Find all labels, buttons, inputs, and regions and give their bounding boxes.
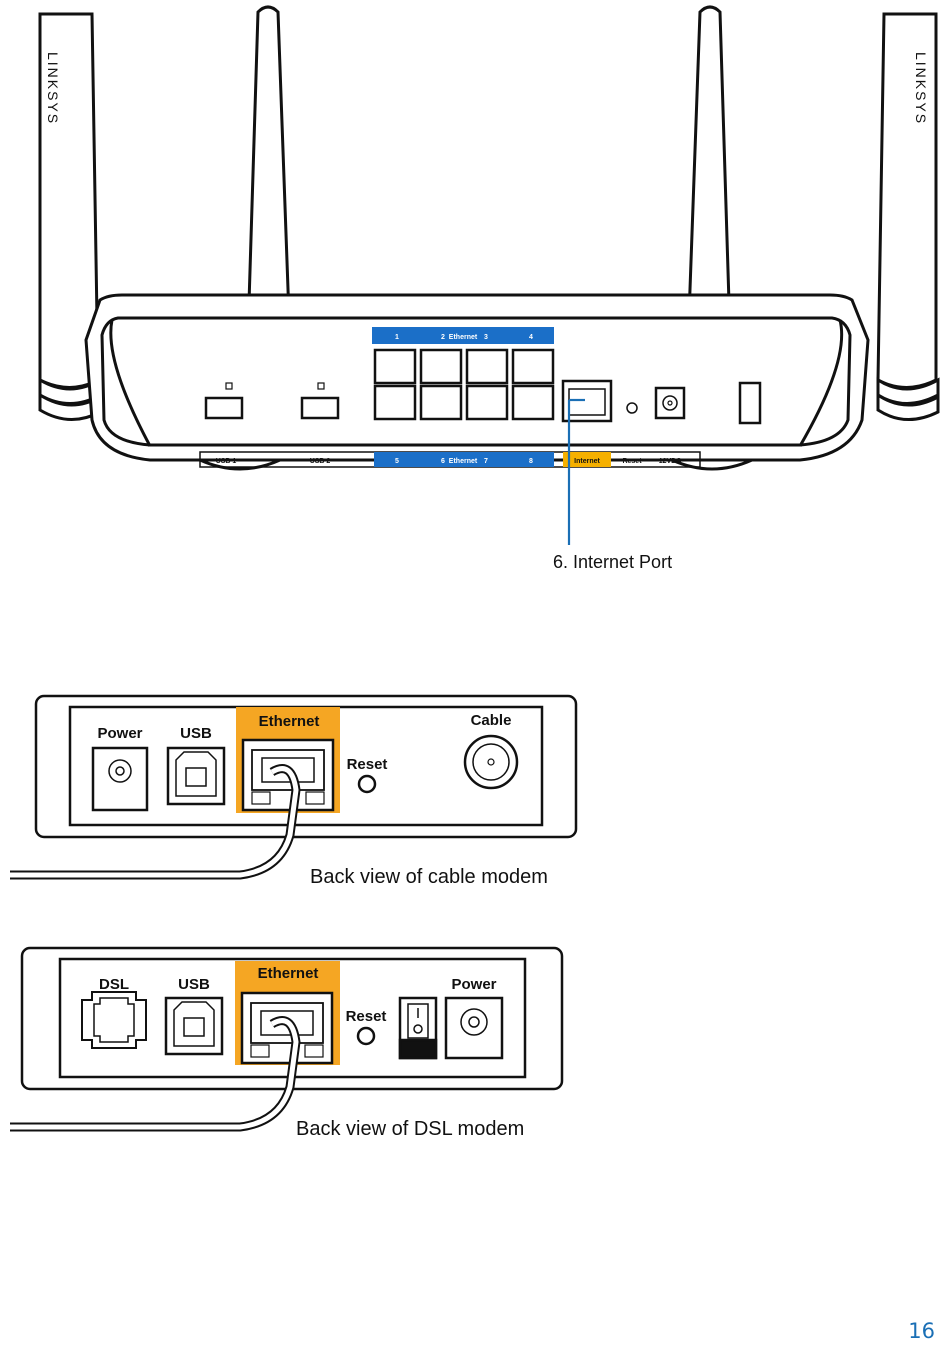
usb2-label: USB 2 <box>310 458 331 465</box>
eth-num-7: 7 <box>484 458 488 465</box>
eth-num-4: 4 <box>529 334 533 341</box>
internet-port-callout: 6. Internet Port <box>553 552 672 572</box>
internet-label: Internet <box>574 458 600 465</box>
cable-power-label: Power <box>97 725 142 742</box>
router-illustration <box>40 7 938 545</box>
page-number: 16 <box>908 1319 935 1343</box>
power-label-router: 12VDC <box>659 458 682 465</box>
dsl-power-label: Power <box>451 976 496 993</box>
cable-usb-label: USB <box>180 725 212 742</box>
eth-num-6: 6 <box>441 458 445 465</box>
eth-label-top: Ethernet <box>449 334 478 341</box>
dsl-ethernet-label: Ethernet <box>258 965 319 982</box>
dsl-reset-label: Reset <box>346 1008 387 1025</box>
reset-label-router: Reset <box>622 458 642 465</box>
eth-num-8: 8 <box>529 458 533 465</box>
eth-num-5: 5 <box>395 458 399 465</box>
dsl-modem-caption: Back view of DSL modem <box>296 1118 524 1140</box>
eth-num-3: 3 <box>484 334 488 341</box>
cable-ethernet-label: Ethernet <box>259 713 320 730</box>
eth-label-bottom: Ethernet <box>449 458 478 465</box>
brand-right: LINKSYS <box>913 52 929 125</box>
cable-modem-caption: Back view of cable modem <box>310 866 548 888</box>
cable-cable-label: Cable <box>471 712 512 729</box>
dsl-dsl-label: DSL <box>99 976 129 993</box>
brand-left: LINKSYS <box>45 52 61 125</box>
cable-reset-label: Reset <box>347 756 388 773</box>
eth-num-2: 2 <box>441 334 445 341</box>
dsl-usb-label: USB <box>178 976 210 993</box>
eth-num-1: 1 <box>395 334 399 341</box>
usb1-label: USB 1 <box>216 458 237 465</box>
